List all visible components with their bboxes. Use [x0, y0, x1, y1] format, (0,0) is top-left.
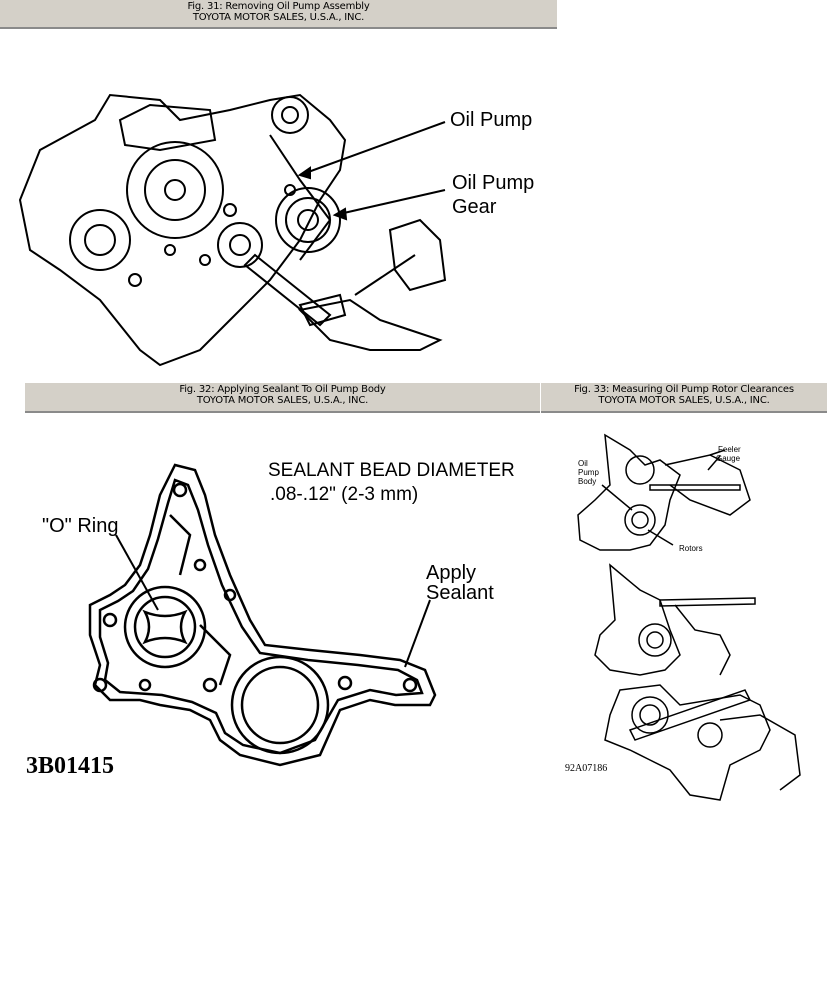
fig33-label-rotors: Rotors: [679, 544, 703, 553]
fig33-label-body-line3: Body: [578, 477, 597, 486]
fig32-sealant-heading: SEALANT BEAD DIAMETER: [268, 460, 515, 481]
fig33-label-body-line2: Pump: [578, 468, 599, 477]
fig31-caption-title: Fig. 31: Removing Oil Pump Assembly: [187, 1, 370, 12]
fig31-caption-source: TOYOTA MOTOR SALES, U.S.A., INC.: [192, 12, 365, 23]
fig33-label-body-line1: Oil: [578, 459, 588, 468]
fig33-figure-code: 92A07186: [565, 763, 608, 774]
fig31-illustration: [0, 80, 560, 370]
fig32-label-o-ring: "O" Ring: [42, 515, 119, 537]
fig33-caption-title: Fig. 33: Measuring Oil Pump Rotor Cleara…: [574, 384, 794, 395]
fig32-figure-code: 3B01415: [26, 753, 115, 779]
fig32-label-apply-line2: Sealant: [426, 582, 494, 604]
fig32-caption-source: TOYOTA MOTOR SALES, U.S.A., INC.: [196, 395, 369, 406]
fig31-label-oil-pump: Oil Pump: [450, 109, 533, 131]
fig33-label-feeler-line1: Feeler: [718, 445, 741, 454]
fig32-caption-title: Fig. 32: Applying Sealant To Oil Pump Bo…: [179, 384, 386, 395]
fig32-sealant-spec: .08-.12" (2-3 mm): [270, 484, 419, 505]
fig31-label-oil-pump-gear-line1: Oil Pump: [452, 172, 535, 194]
fig33-caption: Fig. 33: Measuring Oil Pump Rotor Cleara…: [541, 383, 827, 413]
fig32-caption: Fig. 32: Applying Sealant To Oil Pump Bo…: [25, 383, 540, 413]
fig32-label-apply-line1: Apply: [426, 562, 477, 584]
fig31-caption: Fig. 31: Removing Oil Pump Assembly TOYO…: [0, 0, 557, 29]
fig32-illustration: [80, 455, 450, 775]
fig33-illustration: [570, 430, 805, 805]
fig33-label-feeler-line2: Gauge: [716, 454, 741, 463]
fig31-label-oil-pump-gear-line2: Gear: [452, 196, 497, 218]
fig33-caption-source: TOYOTA MOTOR SALES, U.S.A., INC.: [598, 395, 770, 406]
